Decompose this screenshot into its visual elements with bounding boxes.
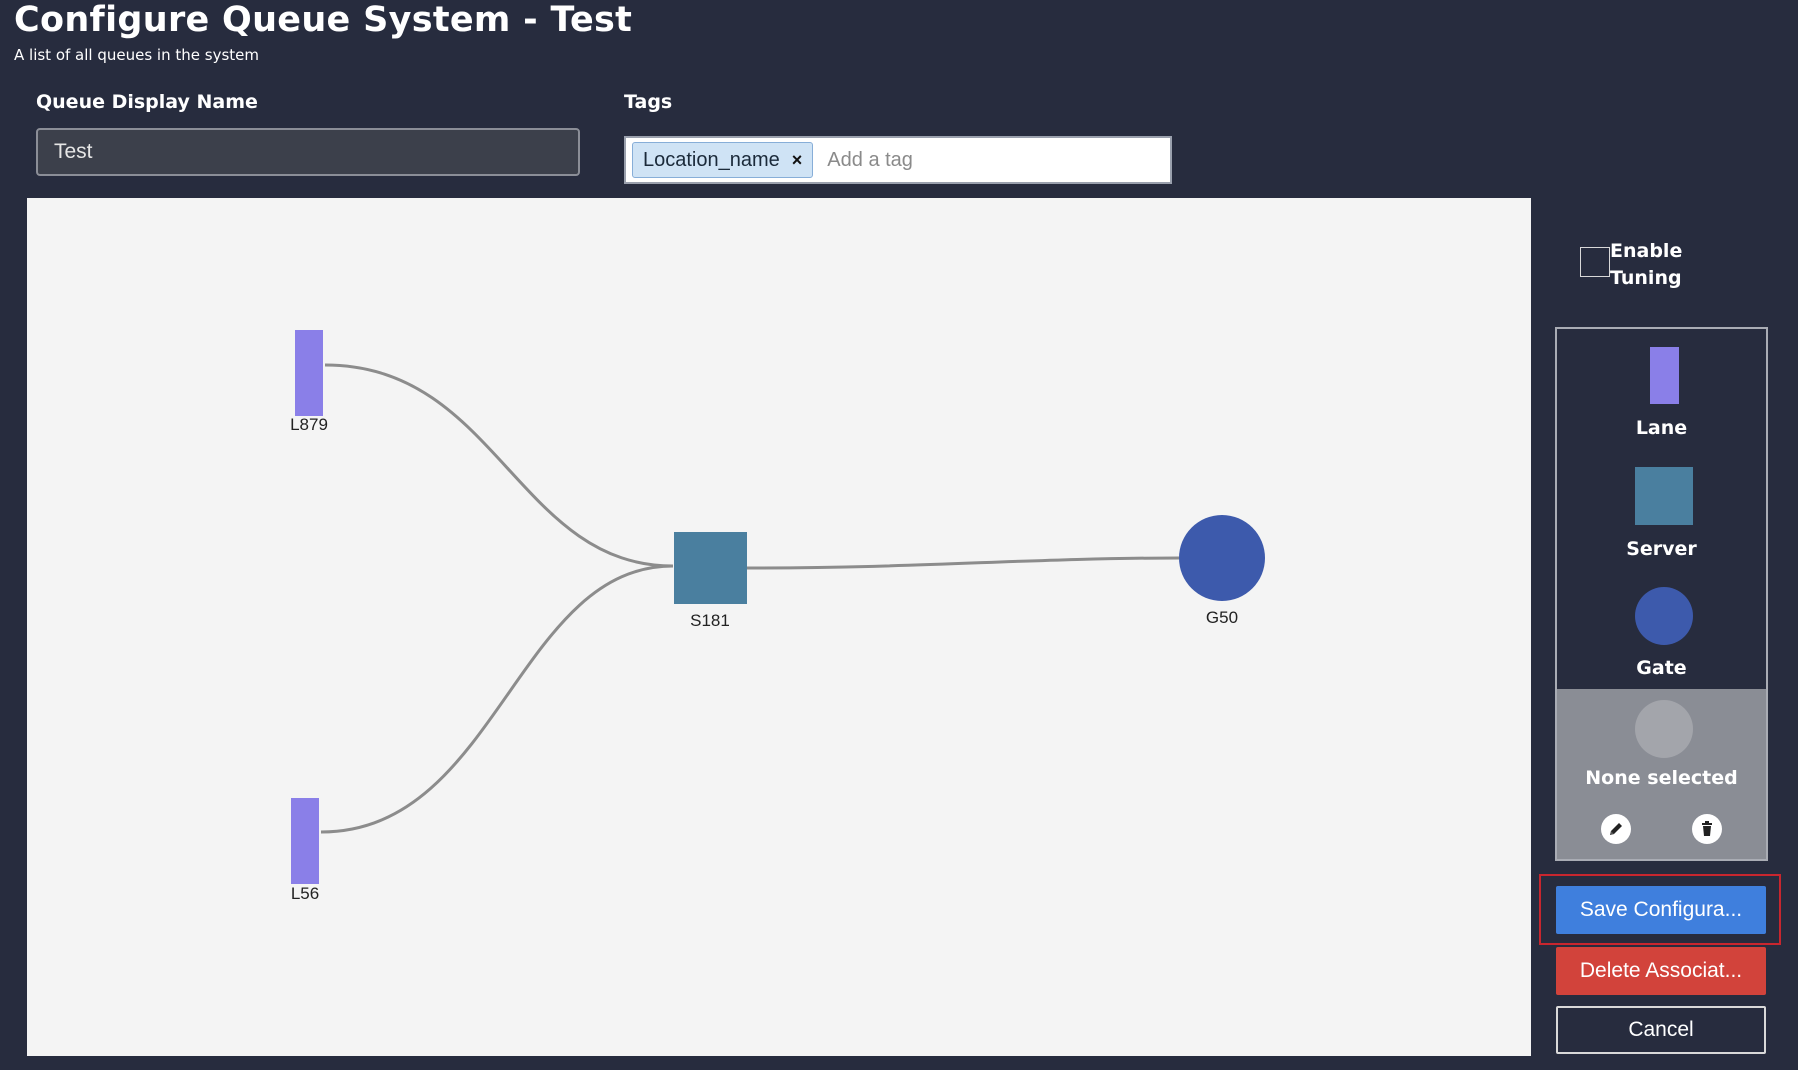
queue-name-input[interactable] (36, 128, 580, 176)
queue-graph: L879 L56 S181 G50 (290, 330, 1265, 903)
enable-tuning-checkbox[interactable] (1580, 247, 1610, 277)
queue-name-label: Queue Display Name (36, 91, 258, 113)
pencil-icon (1610, 823, 1622, 835)
tag-chip: Location_name × (632, 142, 814, 178)
cancel-button[interactable]: Cancel (1556, 1006, 1766, 1054)
tag-remove-icon[interactable]: × (791, 149, 803, 170)
delete-association-button[interactable]: Delete Associat... (1556, 947, 1766, 995)
tags-input-box[interactable]: Location_name × (624, 136, 1172, 184)
tags-label: Tags (624, 91, 673, 113)
server-shape-icon (1635, 467, 1693, 525)
node-palette: Lane Server Gate None selected (1555, 327, 1768, 861)
gate-node-g50[interactable] (1179, 515, 1265, 601)
edge-s181-g50 (746, 556, 1180, 570)
palette-server-label: Server (1626, 538, 1697, 560)
palette-lane-label: Lane (1635, 417, 1688, 439)
delete-node-button[interactable] (1692, 814, 1722, 844)
palette-gate-label: Gate (1636, 657, 1687, 679)
trash-icon (1702, 821, 1712, 836)
selection-label: None selected (1585, 767, 1738, 789)
enable-tuning-toggle[interactable]: Enable Tuning (1580, 238, 1690, 292)
server-node-s181[interactable] (674, 532, 747, 604)
node-label-s181: S181 (690, 611, 730, 630)
node-label-l56: L56 (291, 884, 319, 903)
queue-graph-canvas[interactable]: L879 L56 S181 G50 (27, 198, 1531, 1056)
palette-gate[interactable] (1557, 587, 1766, 687)
edge-l879-s181 (324, 363, 674, 568)
save-configuration-button[interactable]: Save Configura... (1556, 886, 1766, 934)
lane-shape-icon (1650, 347, 1679, 404)
page-title: Configure Queue System - Test (14, 0, 633, 40)
selection-panel: None selected (1557, 689, 1766, 859)
edge-l56-s181 (320, 564, 674, 834)
tag-chip-label: Location_name (643, 148, 780, 171)
enable-tuning-label: Enable Tuning (1610, 240, 1683, 289)
palette-lane[interactable] (1557, 347, 1766, 447)
edit-node-button[interactable] (1601, 814, 1631, 844)
lane-node-l879[interactable] (295, 330, 323, 416)
node-label-g50: G50 (1206, 608, 1238, 627)
add-tag-input[interactable] (825, 147, 1164, 173)
node-label-l879: L879 (290, 415, 328, 434)
palette-server[interactable] (1557, 467, 1766, 567)
selection-placeholder-icon (1635, 700, 1693, 758)
gate-shape-icon (1635, 587, 1693, 645)
save-highlight-frame (1539, 874, 1781, 945)
lane-node-l56[interactable] (291, 798, 319, 884)
page-subtitle: A list of all queues in the system (14, 46, 259, 64)
